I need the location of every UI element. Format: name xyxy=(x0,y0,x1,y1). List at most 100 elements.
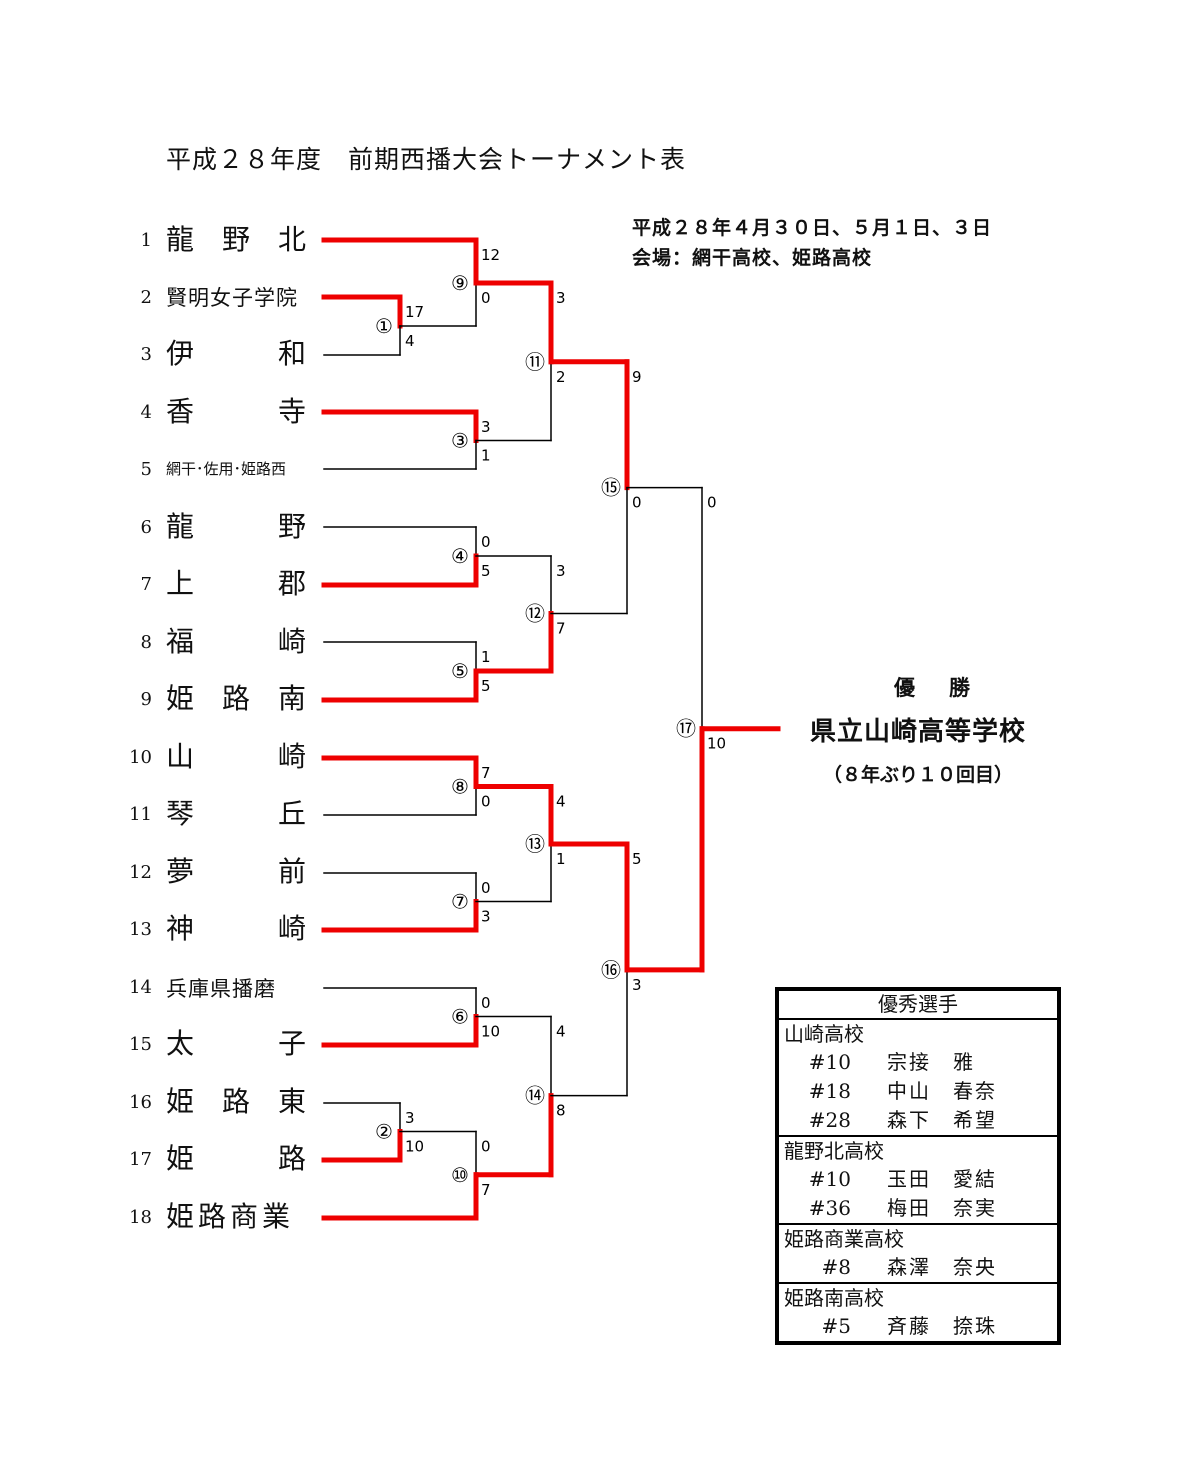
team-number: 14 xyxy=(129,977,152,998)
player-name: 中山 春奈 xyxy=(887,1079,997,1103)
player-number: #10 xyxy=(808,1167,851,1191)
match-score: 3 xyxy=(556,562,566,580)
match-score: 5 xyxy=(481,677,491,695)
match-score: 1 xyxy=(556,850,566,868)
match-score: 0 xyxy=(707,494,717,512)
mvp-player: #8 森澤 奈央 xyxy=(779,1253,1057,1282)
outstanding-players-header: 優秀選手 xyxy=(779,991,1057,1020)
team-name: 姫 路 xyxy=(166,1142,307,1175)
player-number: #36 xyxy=(808,1196,851,1220)
match-score: 1 xyxy=(481,648,491,666)
team-name: 姫 路 東 xyxy=(166,1085,307,1118)
team-name: 兵庫県播磨 xyxy=(166,977,276,1001)
match-score: 1 xyxy=(481,447,491,465)
mvp-player: #10 玉田 愛結 xyxy=(779,1165,1057,1194)
match-score: 2 xyxy=(556,368,566,386)
mvp-school-group: 姫路商業高校 #8 森澤 奈央 xyxy=(779,1225,1057,1284)
tournament-venue: 会場：網干高校、姫路高校 xyxy=(632,247,873,269)
mvp-school-name: 龍野北高校 xyxy=(784,1139,884,1163)
team-name: 山 崎 xyxy=(166,740,307,773)
tournament-dates: 平成２８年４月３０日、５月１日、３日 xyxy=(632,217,993,239)
match-score: 7 xyxy=(481,1181,491,1199)
match-score: 7 xyxy=(481,764,491,782)
match-number: ⑭ xyxy=(525,1084,545,1108)
team-number: 2 xyxy=(140,287,152,308)
match-score: 10 xyxy=(707,735,726,753)
team-name: 姫路商業 xyxy=(166,1200,295,1233)
match-score: 4 xyxy=(556,793,566,811)
team-number: 10 xyxy=(129,747,152,768)
match-number: ⑩ xyxy=(451,1163,469,1187)
match-score: 7 xyxy=(556,620,566,638)
team-number: 17 xyxy=(129,1149,152,1170)
mvp-player: #36 梅田 奈実 xyxy=(779,1194,1057,1223)
match-score: 5 xyxy=(632,850,642,868)
match-score: 5 xyxy=(481,562,491,580)
match-score: 9 xyxy=(632,368,642,386)
player-name: 斉藤 捺珠 xyxy=(887,1314,997,1338)
team-number: 9 xyxy=(140,689,152,710)
match-score: 0 xyxy=(481,289,491,307)
mvp-school-name: 山崎高校 xyxy=(784,1022,864,1046)
mvp-school-name: 姫路商業高校 xyxy=(784,1227,904,1251)
team-number: 1 xyxy=(140,230,152,251)
match-score: 12 xyxy=(481,246,500,264)
team-number: 4 xyxy=(140,402,152,423)
match-score: 3 xyxy=(481,418,491,436)
champion-school: 県立山崎高等学校 xyxy=(809,717,1026,747)
team-number: 12 xyxy=(129,862,152,883)
match-score: 10 xyxy=(405,1138,424,1156)
player-name: 森下 希望 xyxy=(887,1108,997,1132)
team-number: 11 xyxy=(129,804,152,825)
match-score: 0 xyxy=(481,994,491,1012)
match-number: ⑬ xyxy=(525,832,545,856)
mvp-school-group: 龍野北高校 #10 玉田 愛結 #36 梅田 奈実 xyxy=(779,1137,1057,1225)
player-number: #18 xyxy=(808,1079,851,1103)
team-name: 姫 路 南 xyxy=(166,682,307,715)
match-number: ⑪ xyxy=(525,350,545,374)
team-number: 8 xyxy=(140,632,152,653)
match-score: 3 xyxy=(405,1109,415,1127)
team-name: 網干･佐用･姫路西 xyxy=(166,460,287,478)
mvp-player: #18 中山 春奈 xyxy=(779,1077,1057,1106)
match-number: ⑥ xyxy=(451,1005,469,1029)
player-number: #5 xyxy=(821,1314,851,1338)
match-score: 4 xyxy=(556,1023,566,1041)
match-score: 10 xyxy=(481,1023,500,1041)
team-name: 太 子 xyxy=(166,1027,307,1060)
match-score: 0 xyxy=(481,533,491,551)
match-score: 3 xyxy=(481,908,491,926)
team-number: 16 xyxy=(129,1092,152,1113)
mvp-player: #28 森下 希望 xyxy=(779,1106,1057,1135)
match-score: 8 xyxy=(556,1102,566,1120)
team-name: 龍 野 北 xyxy=(166,223,307,256)
match-number: ⑮ xyxy=(601,476,621,500)
match-score: 0 xyxy=(481,793,491,811)
match-score: 3 xyxy=(556,289,566,307)
team-number: 7 xyxy=(140,574,152,595)
team-name: 賢明女子学院 xyxy=(166,286,298,310)
player-name: 森澤 奈央 xyxy=(887,1255,997,1279)
player-number: #10 xyxy=(808,1050,851,1074)
match-number: ⑤ xyxy=(451,659,469,683)
match-score: 0 xyxy=(481,879,491,897)
team-name: 伊 和 xyxy=(166,337,307,370)
player-name: 宗接 雅 xyxy=(887,1050,975,1074)
team-number: 13 xyxy=(129,919,152,940)
player-name: 玉田 愛結 xyxy=(887,1167,997,1191)
match-number: ⑨ xyxy=(451,271,469,295)
team-name: 琴 丘 xyxy=(166,797,307,830)
player-number: #8 xyxy=(821,1255,851,1279)
team-name: 神 崎 xyxy=(166,912,307,945)
team-name: 龍 野 xyxy=(166,510,307,543)
match-number: ④ xyxy=(451,544,469,568)
team-name: 上 郡 xyxy=(166,567,307,600)
team-number: 5 xyxy=(140,459,152,480)
match-number: ⑯ xyxy=(601,958,621,982)
player-name: 梅田 奈実 xyxy=(887,1196,997,1220)
match-score: 0 xyxy=(632,494,642,512)
team-number: 3 xyxy=(140,344,152,365)
match-score: 0 xyxy=(481,1138,491,1156)
match-number: ⑧ xyxy=(451,775,469,799)
